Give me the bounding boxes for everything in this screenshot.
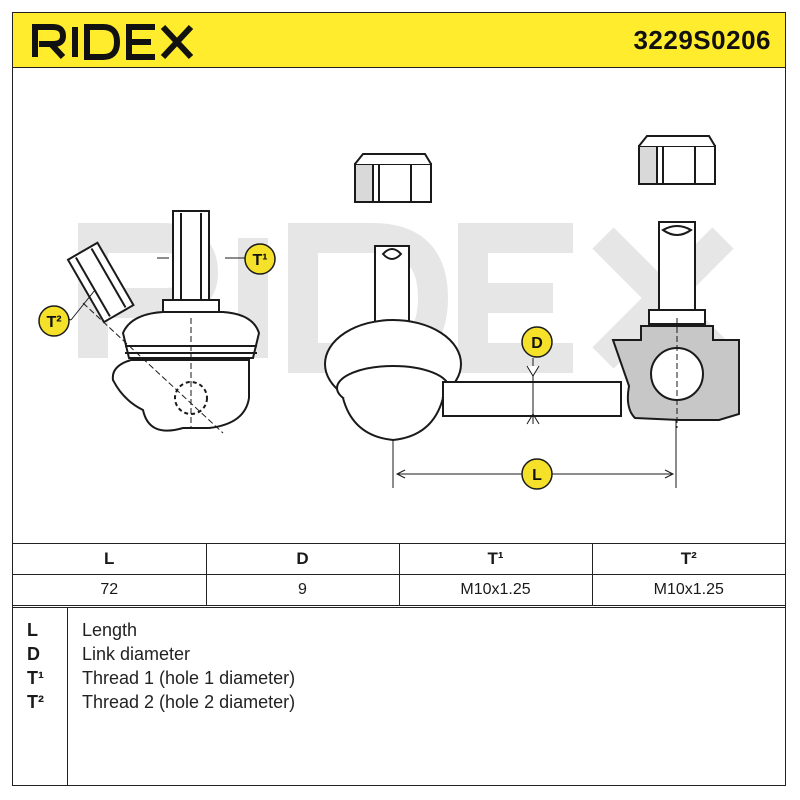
spec-value-l: 72 <box>13 574 207 606</box>
spec-header-t1: T¹ <box>398 543 593 575</box>
header-bar: 3229S0206 <box>13 13 785 68</box>
legend-key: T¹ <box>27 668 44 688</box>
spec-value-d: 9 <box>205 574 400 606</box>
nut-left <box>354 153 432 203</box>
nut-right <box>638 135 716 185</box>
legend-item: D Link diameter <box>13 644 785 668</box>
callout-t1: T¹ <box>244 243 276 275</box>
datasheet: 3229S0206 <box>12 12 786 786</box>
legend-key: T² <box>27 692 44 712</box>
spec-header-d: D <box>205 543 400 575</box>
legend-desc: Link diameter <box>82 644 191 664</box>
legend-desc: Thread 1 (hole 1 diameter) <box>82 668 296 688</box>
spec-table: L D T¹ T² 72 9 M10x1.25 M10x1.25 <box>13 543 785 606</box>
legend-key: D <box>27 644 40 664</box>
technical-drawing: T¹ T² D L <box>38 135 740 490</box>
legend-desc: Length <box>82 620 138 640</box>
legend-item: T¹ Thread 1 (hole 1 diameter) <box>13 668 785 692</box>
spec-header-t2: T² <box>591 543 785 575</box>
spec-value-t2: M10x1.25 <box>591 574 785 606</box>
spec-header-row: L D T¹ T² <box>13 543 785 575</box>
spec-value-t1: M10x1.25 <box>398 574 593 606</box>
callout-l: L <box>521 458 553 490</box>
legend-item: L Length <box>13 620 785 644</box>
spec-header-l: L <box>13 543 207 575</box>
callout-l-label: L <box>532 467 542 484</box>
spec-value-row: 72 9 M10x1.25 M10x1.25 <box>13 574 785 606</box>
ridex-logo <box>32 24 194 60</box>
front-view <box>324 245 677 488</box>
legend-item: T² Thread 2 (hole 2 diameter) <box>13 692 785 716</box>
callout-t1-label: T¹ <box>252 252 267 269</box>
callout-t2-label: T² <box>46 314 61 331</box>
part-number: 3229S0206 <box>633 25 771 55</box>
legend-key: L <box>27 620 38 640</box>
callout-d-label: D <box>531 335 543 352</box>
legend: L Length D Link diameter T¹ Thread 1 (ho… <box>13 607 785 786</box>
callout-t2: T² <box>38 305 70 337</box>
legend-divider <box>67 608 68 786</box>
legend-desc: Thread 2 (hole 2 diameter) <box>82 692 296 712</box>
section-view <box>611 221 740 428</box>
side-view <box>52 210 261 434</box>
callout-d: D <box>521 326 553 358</box>
